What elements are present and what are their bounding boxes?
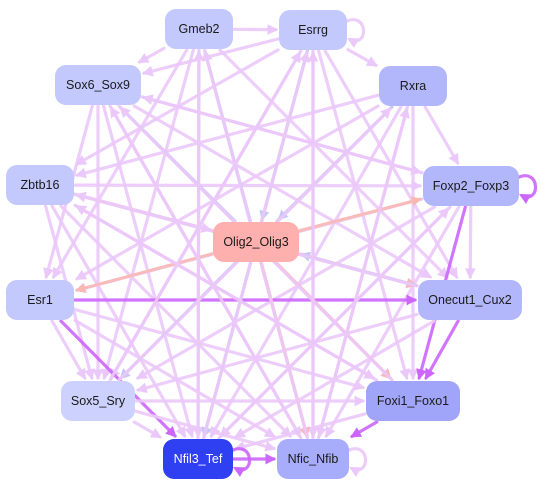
edge-olig2_olig3-to-esr1 bbox=[75, 252, 214, 293]
edge-nfic_nfib-to-rxra bbox=[317, 106, 410, 440]
node-rxra[interactable]: Rxra bbox=[379, 66, 447, 106]
node-nfil3_tef[interactable]: Nfil3_Tef bbox=[163, 439, 233, 479]
node-esrrg[interactable]: Esrrg bbox=[279, 10, 347, 50]
edge-foxp2_foxp3-to-sox5_sry bbox=[136, 205, 437, 380]
node-label: Rxra bbox=[400, 79, 426, 93]
node-box bbox=[163, 439, 233, 479]
node-box bbox=[6, 280, 74, 320]
edge-nfic_nfib-to-sox6_sox9 bbox=[109, 106, 303, 440]
node-box bbox=[213, 222, 299, 262]
node-esr1[interactable]: Esr1 bbox=[6, 280, 74, 320]
node-label: Zbtb16 bbox=[21, 178, 60, 192]
node-label: Olig2_Olig3 bbox=[223, 235, 288, 249]
edge-onecut1_cux2-to-sox5_sry bbox=[135, 312, 419, 394]
node-box bbox=[6, 165, 74, 205]
self-loop-nfic_nfib bbox=[346, 447, 368, 477]
edge-nfil3_tef-to-gmeb2 bbox=[193, 49, 205, 440]
node-sox5_sry[interactable]: Sox5_Sry bbox=[61, 381, 135, 421]
node-label: Gmeb2 bbox=[179, 22, 220, 36]
node-zbtb16[interactable]: Zbtb16 bbox=[6, 165, 74, 205]
node-box bbox=[379, 66, 447, 106]
edge-esr1-to-sox5_sry bbox=[50, 319, 87, 380]
edge-foxi1_foxo1-to-zbtb16 bbox=[75, 204, 379, 382]
node-box bbox=[418, 280, 522, 320]
edge-foxp2_foxp3-to-sox6_sox9 bbox=[141, 94, 424, 175]
node-foxi1_foxo1[interactable]: Foxi1_Foxo1 bbox=[366, 381, 460, 421]
node-box bbox=[277, 439, 349, 479]
edge-sox5_sry-to-esrrg bbox=[108, 51, 302, 382]
node-label: Esr1 bbox=[27, 293, 53, 307]
node-box bbox=[423, 166, 519, 206]
node-sox6_sox9[interactable]: Sox6_Sox9 bbox=[55, 65, 141, 105]
node-box bbox=[279, 10, 347, 50]
edge-zbtb16-to-foxp2_foxp3 bbox=[73, 180, 423, 192]
edge-esrrg-to-rxra bbox=[346, 47, 378, 67]
node-label: Foxp2_Foxp3 bbox=[433, 179, 509, 193]
node-onecut1_cux2[interactable]: Onecut1_Cux2 bbox=[418, 280, 522, 320]
node-olig2_olig3[interactable]: Olig2_Olig3 bbox=[213, 222, 299, 262]
edge-olig2_olig3-to-foxp2_foxp3 bbox=[298, 196, 422, 232]
node-label: Nfil3_Tef bbox=[174, 452, 223, 466]
edge-esr1-to-foxi1_foxo1 bbox=[73, 307, 366, 391]
edge-rxra-to-esr1 bbox=[75, 104, 380, 281]
node-label: Nfic_Nfib bbox=[288, 452, 339, 466]
node-box bbox=[366, 381, 460, 421]
edge-gmeb2-to-sox6_sox9 bbox=[137, 46, 166, 64]
node-box bbox=[61, 381, 135, 421]
self-loop-foxp2_foxp3 bbox=[516, 174, 538, 204]
node-gmeb2[interactable]: Gmeb2 bbox=[165, 9, 233, 49]
edge-nfil3_tef-to-foxp2_foxp3 bbox=[217, 207, 450, 440]
node-label: Sox6_Sox9 bbox=[66, 78, 130, 92]
edge-foxp2_foxp3-to-onecut1_cux2 bbox=[464, 205, 476, 280]
node-label: Esrrg bbox=[298, 23, 328, 37]
self-loop-nfil3_tef bbox=[230, 447, 252, 477]
edge-sox6_sox9-to-onecut1_cux2 bbox=[132, 104, 433, 279]
node-box bbox=[165, 9, 233, 49]
node-label: Foxi1_Foxo1 bbox=[377, 394, 449, 408]
node-foxp2_foxp3[interactable]: Foxp2_Foxp3 bbox=[423, 166, 519, 206]
node-nfic_nfib[interactable]: Nfic_Nfib bbox=[277, 439, 349, 479]
node-label: Sox5_Sry bbox=[71, 394, 126, 408]
edge-rxra-to-nfil3_tef bbox=[209, 105, 403, 438]
node-box bbox=[55, 65, 141, 105]
node-label: Onecut1_Cux2 bbox=[428, 293, 511, 307]
edge-rxra-to-foxp2_foxp3 bbox=[423, 105, 460, 165]
edge-sox5_sry-to-nfil3_tef bbox=[132, 420, 162, 439]
self-loop-esrrg bbox=[344, 18, 366, 48]
edge-foxi1_foxo1-to-nfic_nfib bbox=[350, 420, 379, 438]
edge-onecut1_cux2-to-foxi1_foxo1 bbox=[424, 319, 460, 380]
